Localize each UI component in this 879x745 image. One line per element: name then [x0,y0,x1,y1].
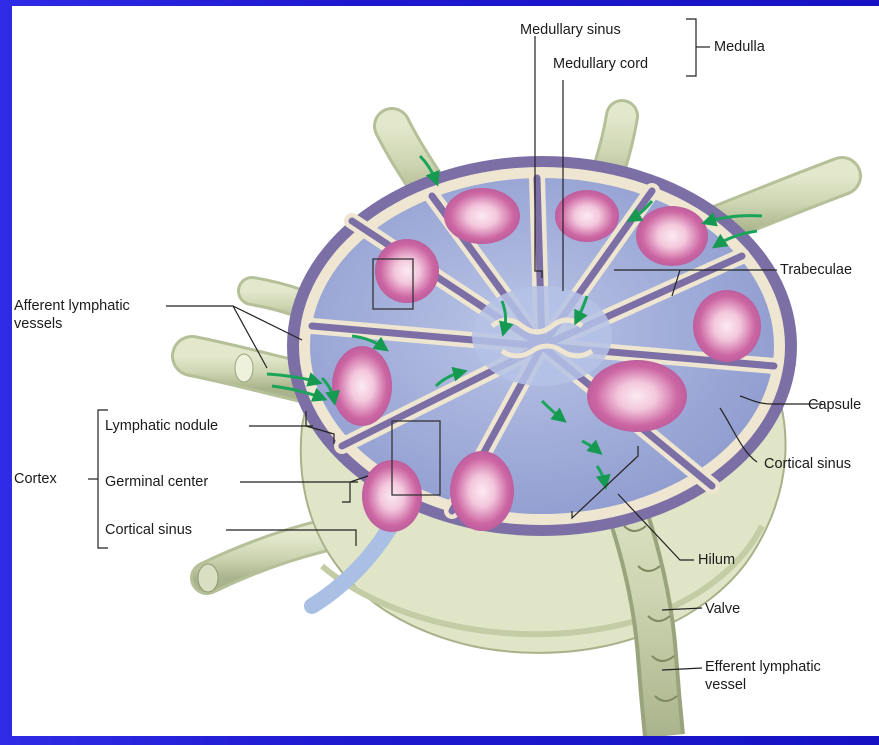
label-hilum: Hilum [698,552,735,568]
nodule [636,206,708,266]
label-lymphatic-nodule: Lymphatic nodule [105,418,218,434]
label-cortex: Cortex [14,471,57,487]
nodule [555,190,619,242]
label-medullary-sinus: Medullary sinus [520,22,621,38]
nodule [587,360,687,432]
nodule [332,346,392,426]
label-cortical-sinus-right: Cortical sinus [764,456,851,472]
label-afferent-line1: Afferent lymphatic [14,298,130,314]
label-germinal-center: Germinal center [105,474,208,490]
label-efferent-line2: vessel [705,677,746,693]
label-capsule: Capsule [808,397,861,413]
medulla-region [472,286,612,386]
vessel-lower-left [198,536,322,592]
label-medulla: Medulla [714,39,765,55]
lymph-node-illustration [12,6,879,736]
label-afferent-line2: vessels [14,316,62,332]
nodule [444,188,520,244]
label-valve: Valve [705,601,740,617]
label-cortical-sinus-left: Cortical sinus [105,522,192,538]
diagram-panel: Medullary sinus Medullary cord Medulla T… [12,6,879,736]
label-efferent-line1: Efferent lymphatic [705,659,821,675]
nodule [693,290,761,362]
label-medullary-cord: Medullary cord [553,56,648,72]
medulla-bracket [686,19,696,76]
label-trabeculae: Trabeculae [780,262,852,278]
nodule [450,451,514,531]
nodule [375,239,439,303]
